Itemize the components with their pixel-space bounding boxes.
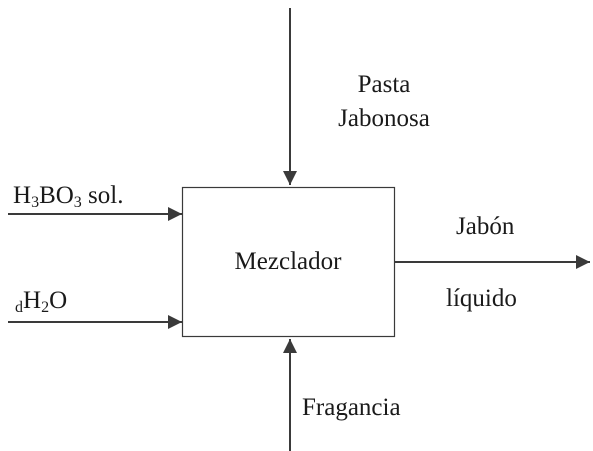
label-h3bo3: H3BO3 sol. (13, 181, 123, 211)
label-h3bo3-bo: BO (39, 182, 74, 209)
label-fragancia: Fragancia (302, 394, 401, 421)
label-jabonosa: Jabonosa (338, 105, 430, 132)
label-h3bo3-h: H (13, 182, 32, 209)
label-h3bo3-sub3b: 3 (73, 194, 82, 211)
label-liquido: líquido (446, 285, 517, 312)
label-dh2o-d: d (15, 299, 23, 316)
label-jabon: Jabón (456, 213, 515, 240)
label-pasta: Pasta (357, 71, 411, 98)
label-pasta-jabonosa: Pasta Jabonosa (334, 70, 434, 134)
label-h3bo3-sol: sol. (81, 182, 124, 209)
label-dh2o: dH2O (15, 286, 67, 316)
label-dh2o-h: H (23, 287, 42, 314)
label-h3bo3-sub3a: 3 (31, 194, 40, 211)
label-mezclador: Mezclador (234, 248, 342, 275)
mezclador-box (181, 186, 396, 338)
label-dh2o-o: O (49, 287, 68, 314)
label-dh2o-sub2: 2 (41, 299, 50, 316)
